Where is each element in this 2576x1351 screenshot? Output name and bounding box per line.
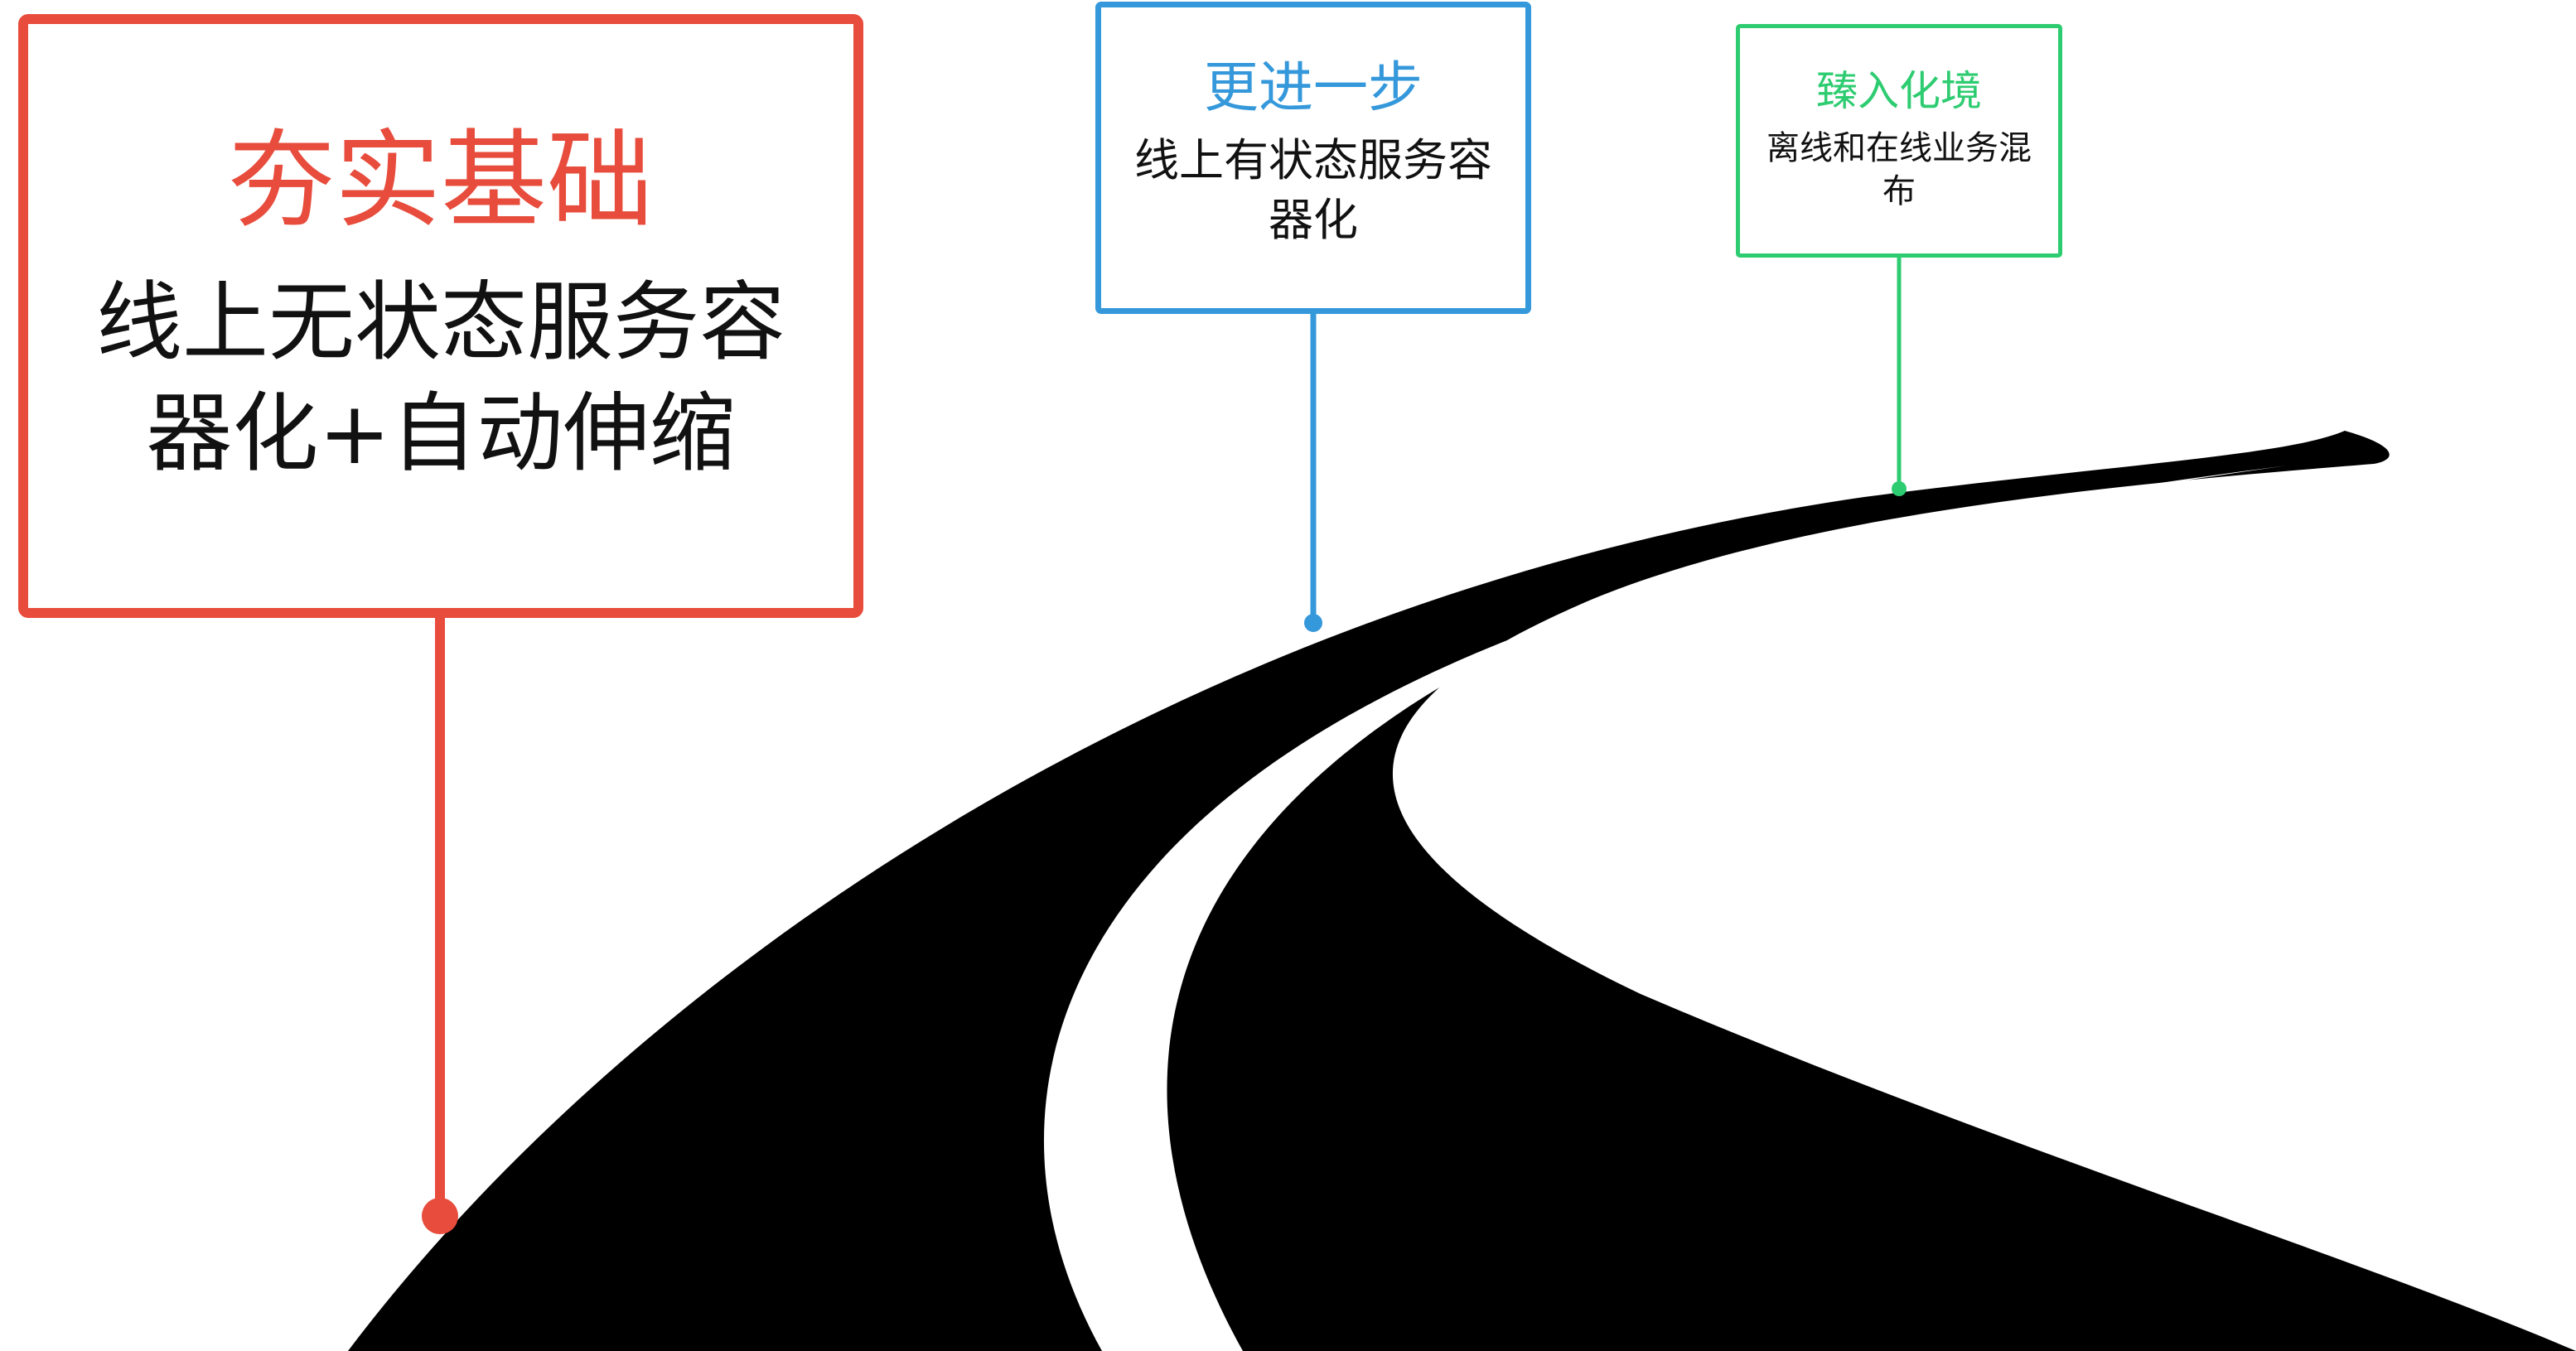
stage-3-description: 离线和在线业务混布: [1766, 129, 2032, 210]
stage-1-description: 线上无状态服务容器化+自动伸缩: [95, 272, 785, 484]
stage-1-marker-dot: [422, 1198, 458, 1234]
stage-1-title: 夯实基础: [228, 119, 653, 243]
stage-2-card: 更进一步 线上有状态服务容器化: [1095, 2, 1531, 314]
stage-3-card: 臻入化境 离线和在线业务混布: [1736, 24, 2062, 258]
stage-2-marker-dot: [1304, 614, 1322, 632]
road-surface: [348, 431, 2576, 1351]
stage-1-card: 夯实基础 线上无状态服务容器化+自动伸缩: [18, 14, 863, 618]
stage-3-title: 臻入化境: [1816, 67, 1982, 115]
stage-2-title: 更进一步: [1204, 55, 1423, 119]
stage-3-marker-dot: [1892, 481, 1907, 496]
road-lane-divider: [1043, 466, 2287, 1351]
stage-2-description: 线上有状态服务容器化: [1134, 134, 1492, 246]
